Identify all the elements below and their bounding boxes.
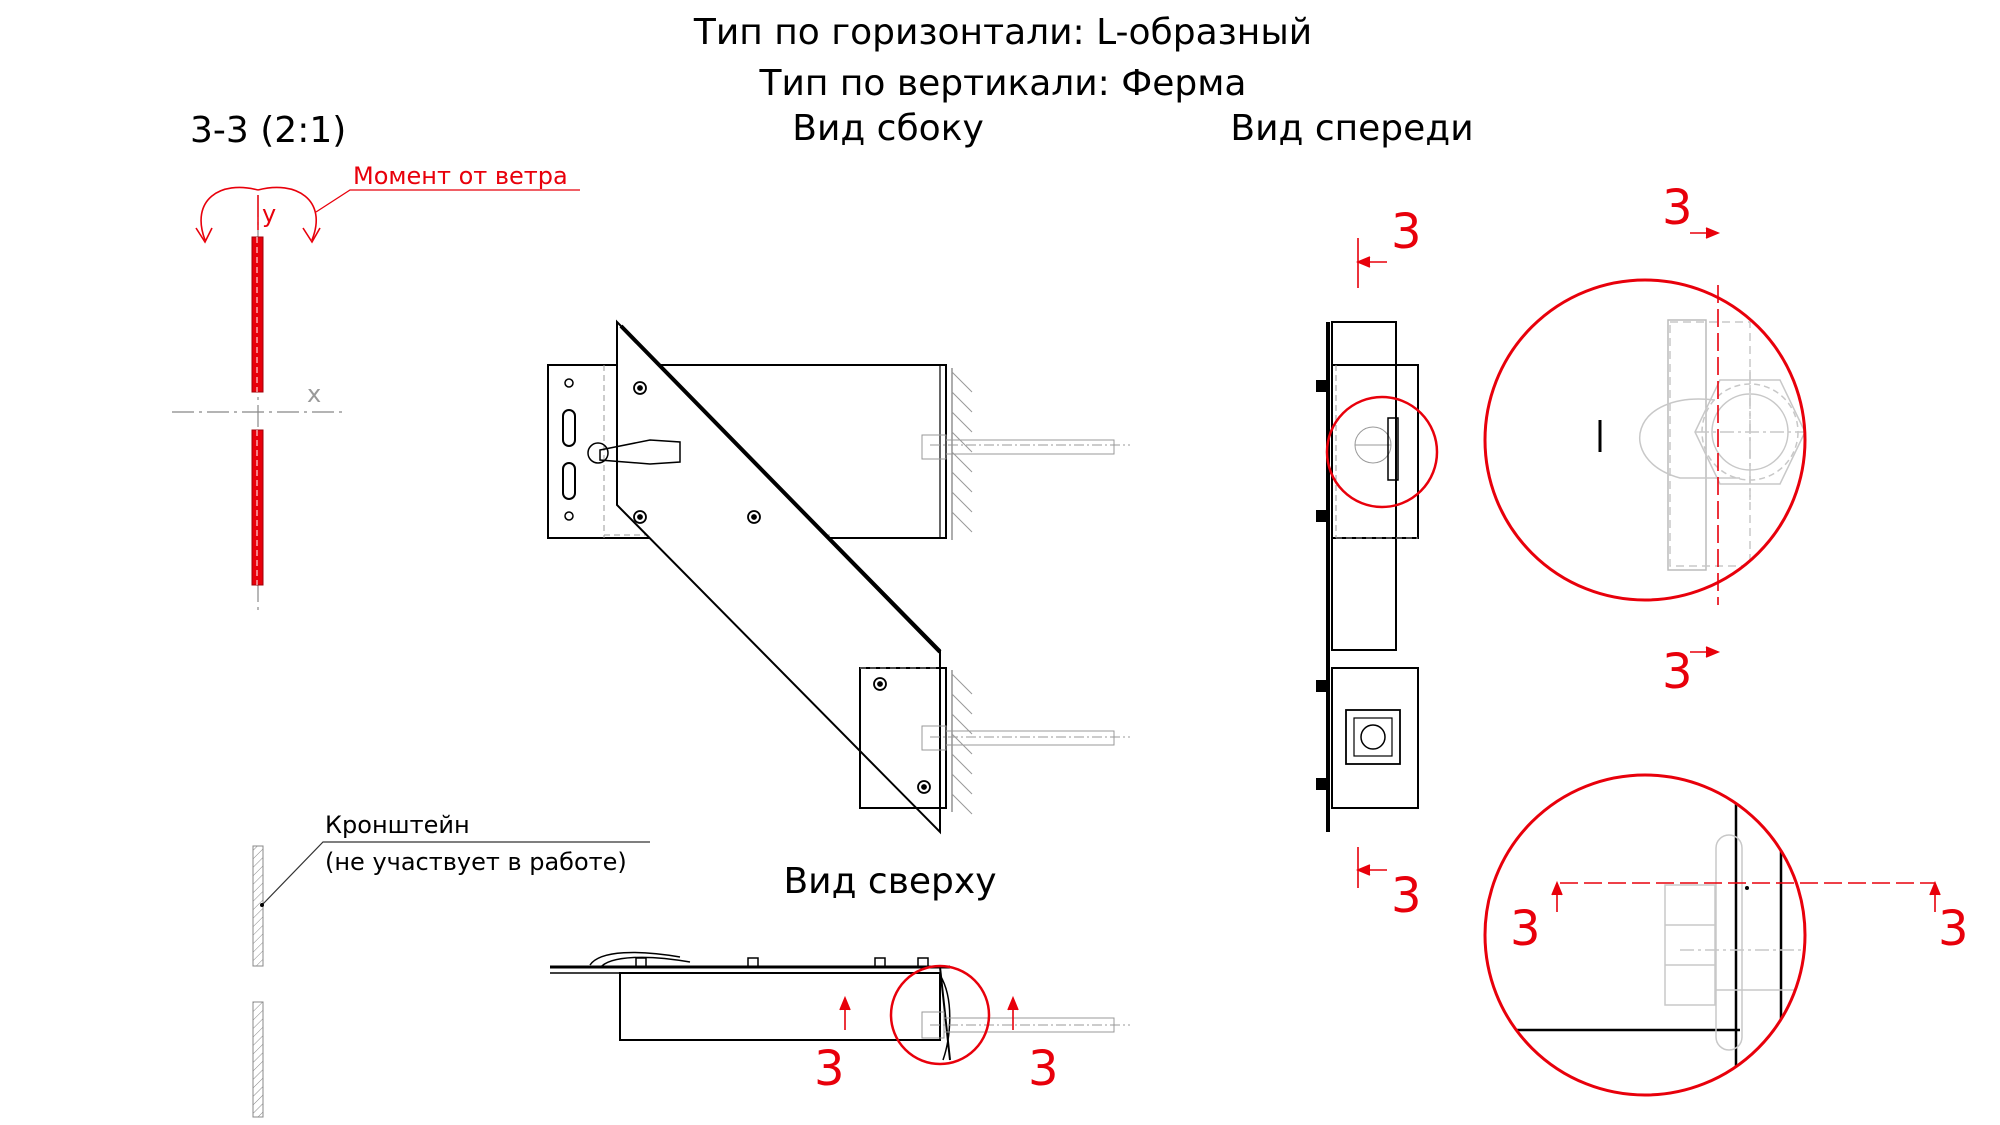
section-mark-detail-upper-bottom: 3 — [1662, 644, 1693, 700]
bracket-label-line2: (не участвует в работе) — [325, 848, 627, 876]
label-section-view: 3-3 (2:1) — [190, 110, 346, 151]
detail-circle-top-view — [889, 964, 991, 1066]
axis-y-label: y — [262, 200, 276, 228]
label-front-view: Вид спереди — [1230, 108, 1473, 149]
title-vertical-type: Тип по вертикали: Ферма — [759, 63, 1247, 104]
section-mark-front-top: 3 — [1391, 204, 1422, 260]
axis-x-label: x — [307, 380, 321, 408]
label-top-view: Вид сверху — [783, 861, 996, 902]
side-view-drawing — [547, 319, 1130, 835]
top-view-drawing — [550, 951, 1130, 1066]
front-view-drawing — [1316, 238, 1439, 888]
detail-view-upper — [1483, 227, 1807, 658]
bracket-lower — [252, 1001, 264, 1118]
section-mark-detail-upper-top: 3 — [1662, 180, 1693, 236]
section-mark-detail-lower-right: 3 — [1938, 901, 1969, 957]
section-3-3-drawing: x y Момент от ветра Кронштейн (не участв… — [172, 162, 650, 1118]
bracket-label-line1: Кронштейн — [325, 811, 470, 839]
title-horizontal-type: Тип по горизонтали: L-образный — [693, 12, 1312, 53]
wind-moment-label: Момент от ветра — [353, 162, 568, 190]
section-mark-top-left: 3 — [814, 1041, 845, 1097]
section-mark-front-bottom: 3 — [1391, 868, 1422, 924]
detail-circle-front-view — [1325, 395, 1439, 509]
detail-view-lower — [1483, 773, 1941, 1097]
label-side-view: Вид сбоку — [792, 108, 984, 149]
section-mark-detail-lower-left: 3 — [1510, 901, 1541, 957]
section-mark-top-right: 3 — [1028, 1041, 1059, 1097]
